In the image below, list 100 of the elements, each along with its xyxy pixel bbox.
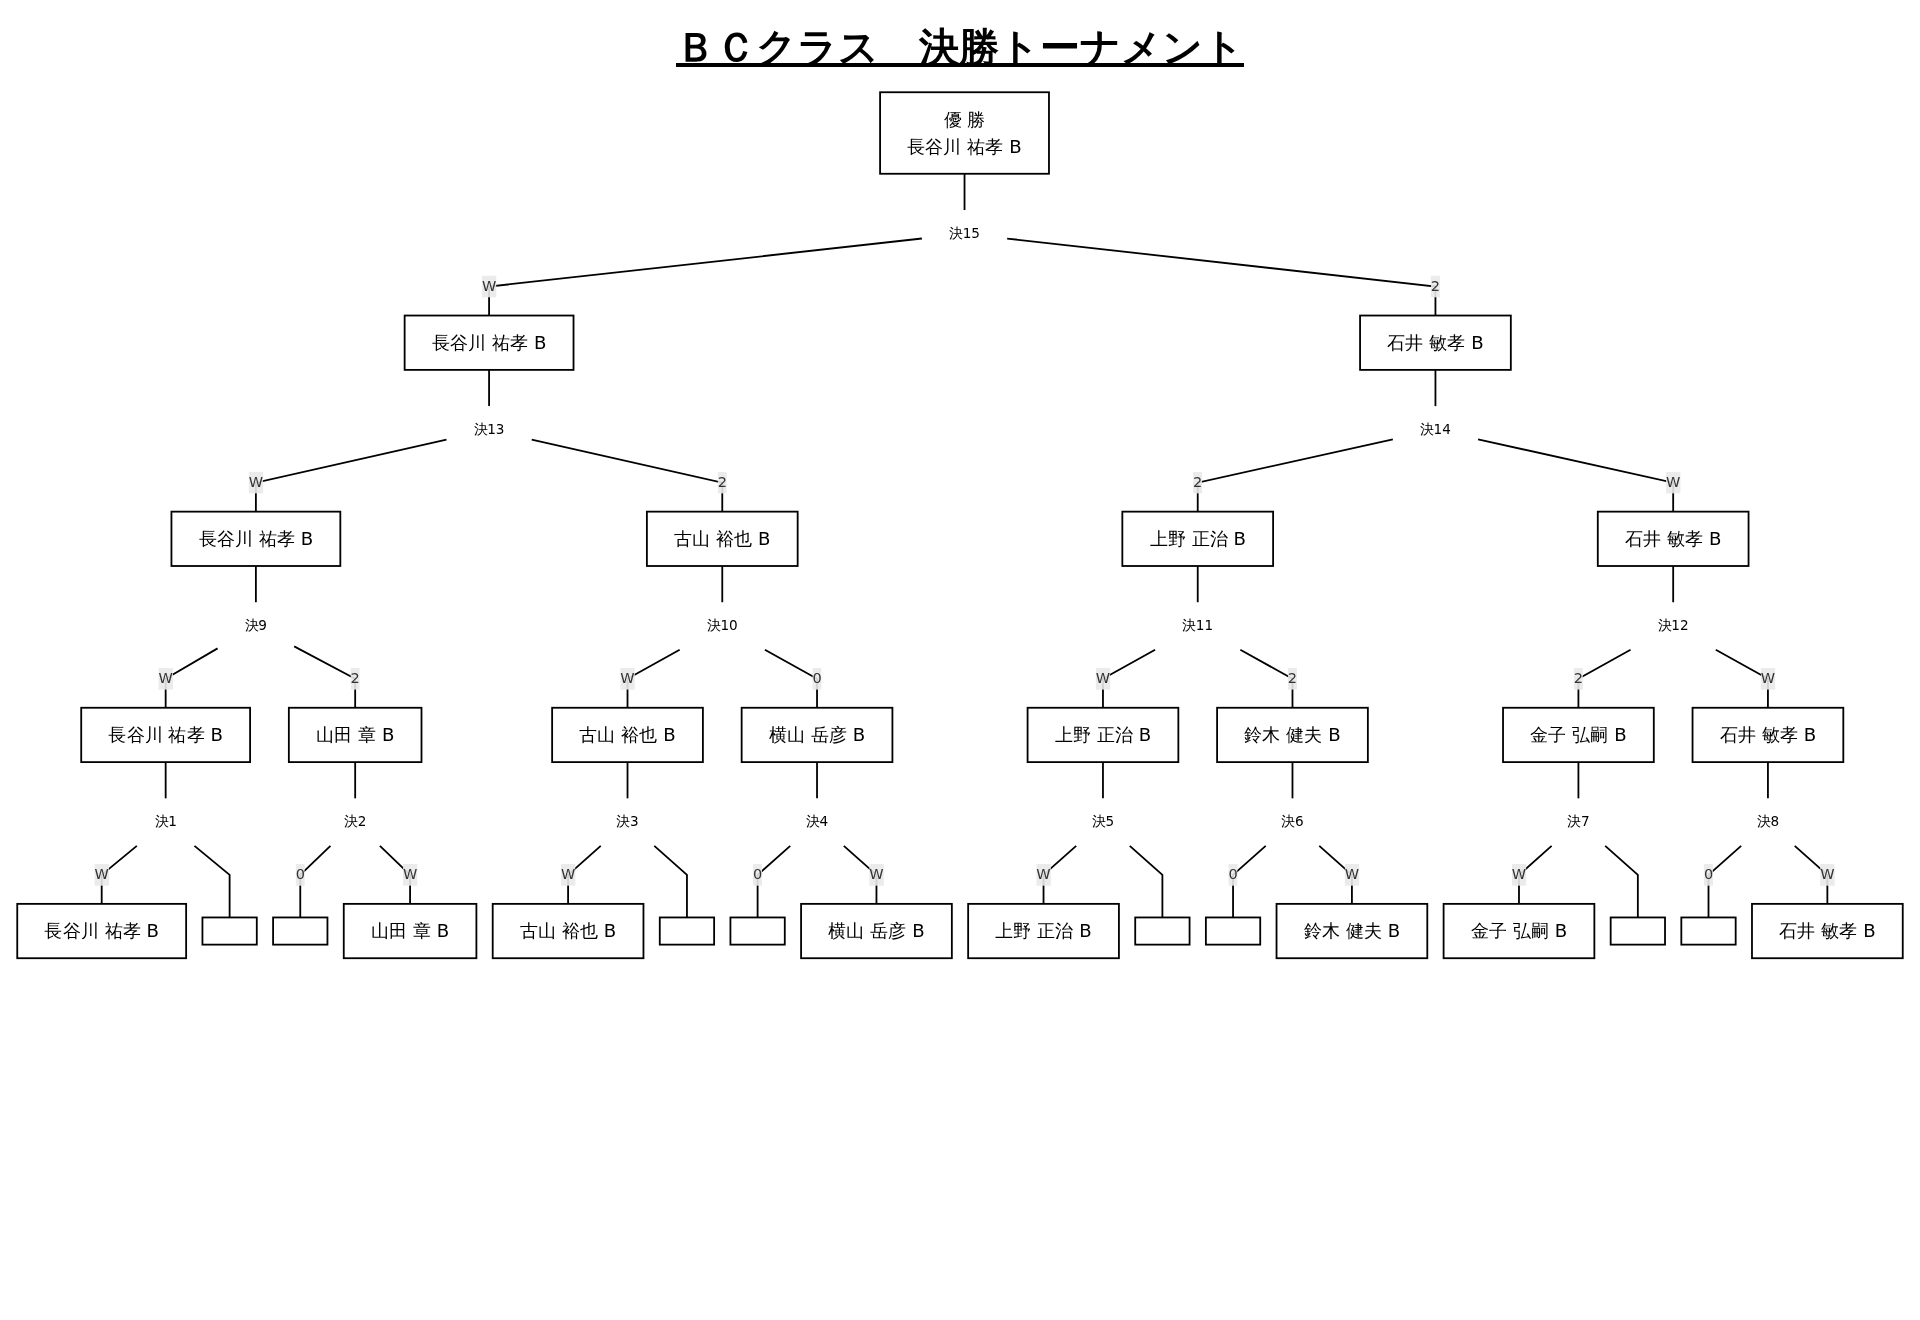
node-text: 決1 [154, 813, 177, 831]
connector [626, 648, 681, 709]
node-box: 優 勝 長谷川 祐孝 B [879, 91, 1050, 175]
edge-label: W [869, 865, 884, 884]
connector [488, 237, 923, 317]
edge-label: W [620, 669, 635, 687]
node-box: 石井 敏孝 B [1691, 706, 1845, 763]
node-box [1204, 916, 1262, 946]
title: ＢＣクラス 決勝トーナメント [675, 23, 1245, 72]
connector [721, 565, 724, 604]
node-box: 長谷川 祐孝 B [170, 510, 342, 567]
node-box: 石井 敏孝 B [1751, 902, 1904, 960]
edge-label: W [1760, 669, 1776, 687]
node-text: 決8 [1756, 813, 1780, 831]
connector [1102, 761, 1104, 800]
connector [1196, 565, 1199, 604]
node-box [272, 916, 329, 946]
connector [530, 438, 724, 513]
connector [1793, 845, 1829, 905]
connector [299, 845, 332, 919]
node-box: 長谷川 祐孝 B [16, 902, 188, 960]
node-box: 長谷川 祐孝 B [80, 706, 251, 763]
node-box: 横山 岳彦 B [740, 706, 894, 763]
edge-label: 0 [1228, 865, 1238, 884]
connector [1196, 438, 1394, 513]
node-text: 決9 [244, 617, 267, 634]
connector [626, 761, 629, 800]
edge-label: 0 [1703, 865, 1714, 884]
connector [1604, 845, 1639, 919]
edge-label: W [1036, 865, 1051, 884]
node-box: 石井 敏孝 B [1596, 510, 1750, 567]
node-box: 鈴木 健夫 B [1275, 902, 1429, 960]
node-box: 古山 裕也 B [491, 902, 645, 960]
connector [1434, 368, 1437, 408]
node-text: 決12 [1657, 617, 1689, 634]
node-text: 決11 [1182, 617, 1214, 634]
connector [756, 845, 792, 919]
connector [255, 565, 257, 604]
node-box: 古山 裕也 B [646, 510, 799, 567]
connector [1672, 565, 1675, 604]
edge-label: 2 [1287, 669, 1298, 687]
connector [164, 761, 167, 800]
node-box: 金子 弘嗣 B [1502, 706, 1655, 763]
node-box [1609, 916, 1666, 946]
connector [1291, 761, 1294, 800]
node-text: 決15 [949, 225, 980, 242]
edge-label: W [402, 865, 418, 884]
connector [1477, 438, 1675, 513]
edge-label: W [248, 473, 264, 491]
connector [1707, 845, 1743, 919]
connector [567, 845, 602, 905]
node-box [1134, 916, 1191, 946]
node-box: 長谷川 祐孝 B [403, 314, 575, 371]
connector [1102, 648, 1156, 709]
node-box: 上野 正治 B [1026, 706, 1180, 763]
connector [164, 647, 219, 709]
edge-label: W [560, 865, 576, 884]
edge-label: W [1511, 865, 1527, 884]
connector [354, 761, 357, 800]
edge-label: W [1666, 473, 1681, 491]
connector [100, 845, 138, 905]
node-box: 横山 岳彦 B [800, 902, 953, 960]
node-text: 決3 [616, 813, 639, 831]
connector [1767, 761, 1769, 800]
node-text: 決13 [473, 421, 505, 438]
node-box: 鈴木 健夫 B [1216, 706, 1369, 763]
connector [816, 761, 818, 800]
connector [488, 368, 490, 408]
edge-label: W [481, 277, 497, 295]
node-box [658, 916, 716, 946]
connector [1714, 648, 1769, 709]
connector [1577, 648, 1632, 709]
edge-label: 2 [350, 669, 360, 687]
edge-label: 2 [717, 473, 727, 491]
connector [963, 172, 966, 211]
connector [1577, 761, 1580, 800]
connector [1006, 237, 1437, 317]
connector [842, 845, 878, 905]
node-box [201, 916, 258, 946]
connector [193, 845, 231, 919]
connector [1128, 845, 1164, 919]
node-box: 上野 正治 B [1121, 510, 1274, 567]
node-text: 決5 [1091, 813, 1115, 831]
connector [379, 845, 411, 905]
edge-label: W [1344, 865, 1360, 884]
edge-label: 2 [1430, 277, 1441, 295]
connector [1239, 648, 1294, 709]
node-text: 決2 [344, 813, 367, 831]
edge-label: 0 [752, 865, 763, 884]
node-box [1680, 916, 1737, 946]
connector [293, 645, 357, 709]
connector [653, 845, 688, 919]
edge-label: W [94, 865, 109, 884]
edge-label: 2 [1193, 473, 1203, 491]
edge-label: W [1095, 669, 1111, 687]
node-box: 山田 章 B [287, 706, 423, 763]
node-box [729, 916, 786, 946]
connector [1042, 845, 1078, 905]
node-box: 山田 章 B [342, 902, 478, 960]
connector [255, 438, 448, 513]
